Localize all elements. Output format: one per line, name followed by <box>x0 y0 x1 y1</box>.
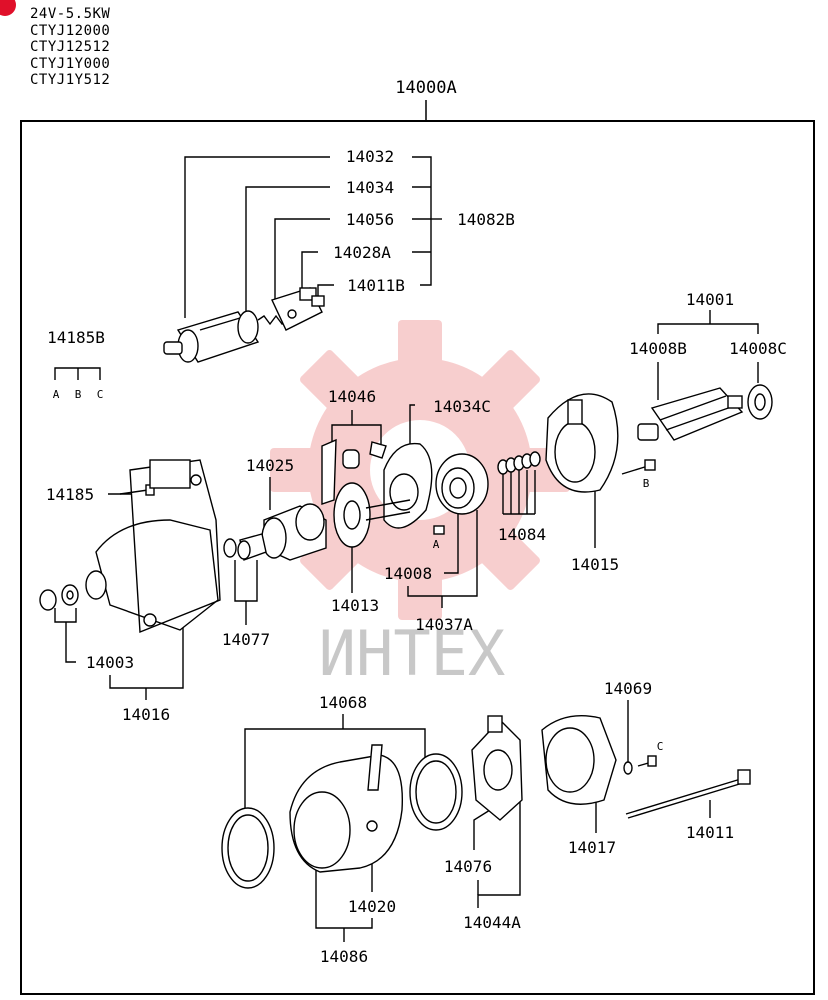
part-label-14025: 14025 <box>246 456 294 475</box>
part-label-14084: 14084 <box>498 525 546 544</box>
part-label-14008B: 14008B <box>629 339 687 358</box>
part-label-14015: 14015 <box>571 555 619 574</box>
lever-plate-icon <box>383 442 433 529</box>
bolt-b-icon <box>621 459 656 475</box>
part-label-14003: 14003 <box>86 653 134 672</box>
part-label-14056: 14056 <box>346 210 394 229</box>
washers-icon <box>497 451 541 475</box>
washer-icon <box>623 761 633 775</box>
part-label-14016: 14016 <box>122 705 170 724</box>
armature-icon <box>637 384 773 441</box>
part-label-14008C: 14008C <box>729 339 787 358</box>
pinion-icon <box>261 503 327 561</box>
part-label-14069: 14069 <box>604 679 652 698</box>
part-label-14077: 14077 <box>222 630 270 649</box>
part-label-14017: 14017 <box>568 838 616 857</box>
spec-line-voltage: 24V-5.5KW <box>30 6 111 22</box>
part-label-14046: 14046 <box>328 387 376 406</box>
part-label-14028A: 14028A <box>333 243 391 262</box>
field-housing-icon <box>545 393 619 493</box>
part-label-14086: 14086 <box>320 947 368 966</box>
leader-lines <box>54 156 759 942</box>
yoke-icon <box>289 744 404 873</box>
spec-line-model-3: CTYJ1Y000 <box>30 55 111 72</box>
switch-cover-icon <box>271 287 325 331</box>
bolt-label-c: C <box>657 740 664 753</box>
bolt-label-b: B <box>643 477 650 490</box>
part-label-14185: 14185 <box>46 485 94 504</box>
assembly-label: 14000A <box>395 78 456 98</box>
variant-label-c: C <box>97 388 104 401</box>
brush-holder-icon <box>471 715 523 821</box>
bushing-icon <box>39 584 79 611</box>
through-bolt-icon <box>625 769 751 819</box>
part-label-14020: 14020 <box>348 897 396 916</box>
part-label-14008: 14008 <box>384 564 432 583</box>
lever-parts-icon <box>321 438 387 505</box>
watermark-text: ИНТЕХ <box>319 617 506 690</box>
part-label-14076: 14076 <box>444 857 492 876</box>
spec-line-model-1: CTYJ12000 <box>30 22 111 39</box>
variant-label-a: A <box>53 388 60 401</box>
part-label-14034C: 14034C <box>433 397 491 416</box>
front-housing-icon <box>85 459 221 634</box>
part-drawings <box>39 287 773 889</box>
spec-line-model-4: CTYJ1Y512 <box>30 72 111 88</box>
shaft-icon <box>365 499 445 535</box>
part-label-14011: 14011 <box>686 823 734 842</box>
collar-icon <box>223 533 267 561</box>
bolt-c-icon <box>637 755 657 767</box>
solenoid-icon <box>163 310 260 363</box>
bolt-14185-icon <box>119 484 155 496</box>
part-label-14011B: 14011B <box>347 276 405 295</box>
variant-label-b: B <box>75 388 82 401</box>
assembly-frame <box>20 120 815 995</box>
notification-badge <box>0 0 16 16</box>
bolt-label-a: A <box>433 538 440 551</box>
part-label-14013: 14013 <box>331 596 379 615</box>
spec-line-model-2: CTYJ12512 <box>30 39 111 55</box>
bearing-icon <box>435 453 489 515</box>
part-label-14001: 14001 <box>686 290 734 309</box>
part-label-14034: 14034 <box>346 178 394 197</box>
part-label-14068: 14068 <box>319 693 367 712</box>
reduction-gear-icon <box>333 482 371 548</box>
rear-cover-icon <box>541 715 617 805</box>
part-label-14044A: 14044A <box>463 913 521 932</box>
part-label-14032: 14032 <box>346 147 394 166</box>
part-label-14082B: 14082B <box>457 210 515 229</box>
part-label-14037A: 14037A <box>415 615 473 634</box>
part-label-14185B: 14185B <box>47 328 105 347</box>
